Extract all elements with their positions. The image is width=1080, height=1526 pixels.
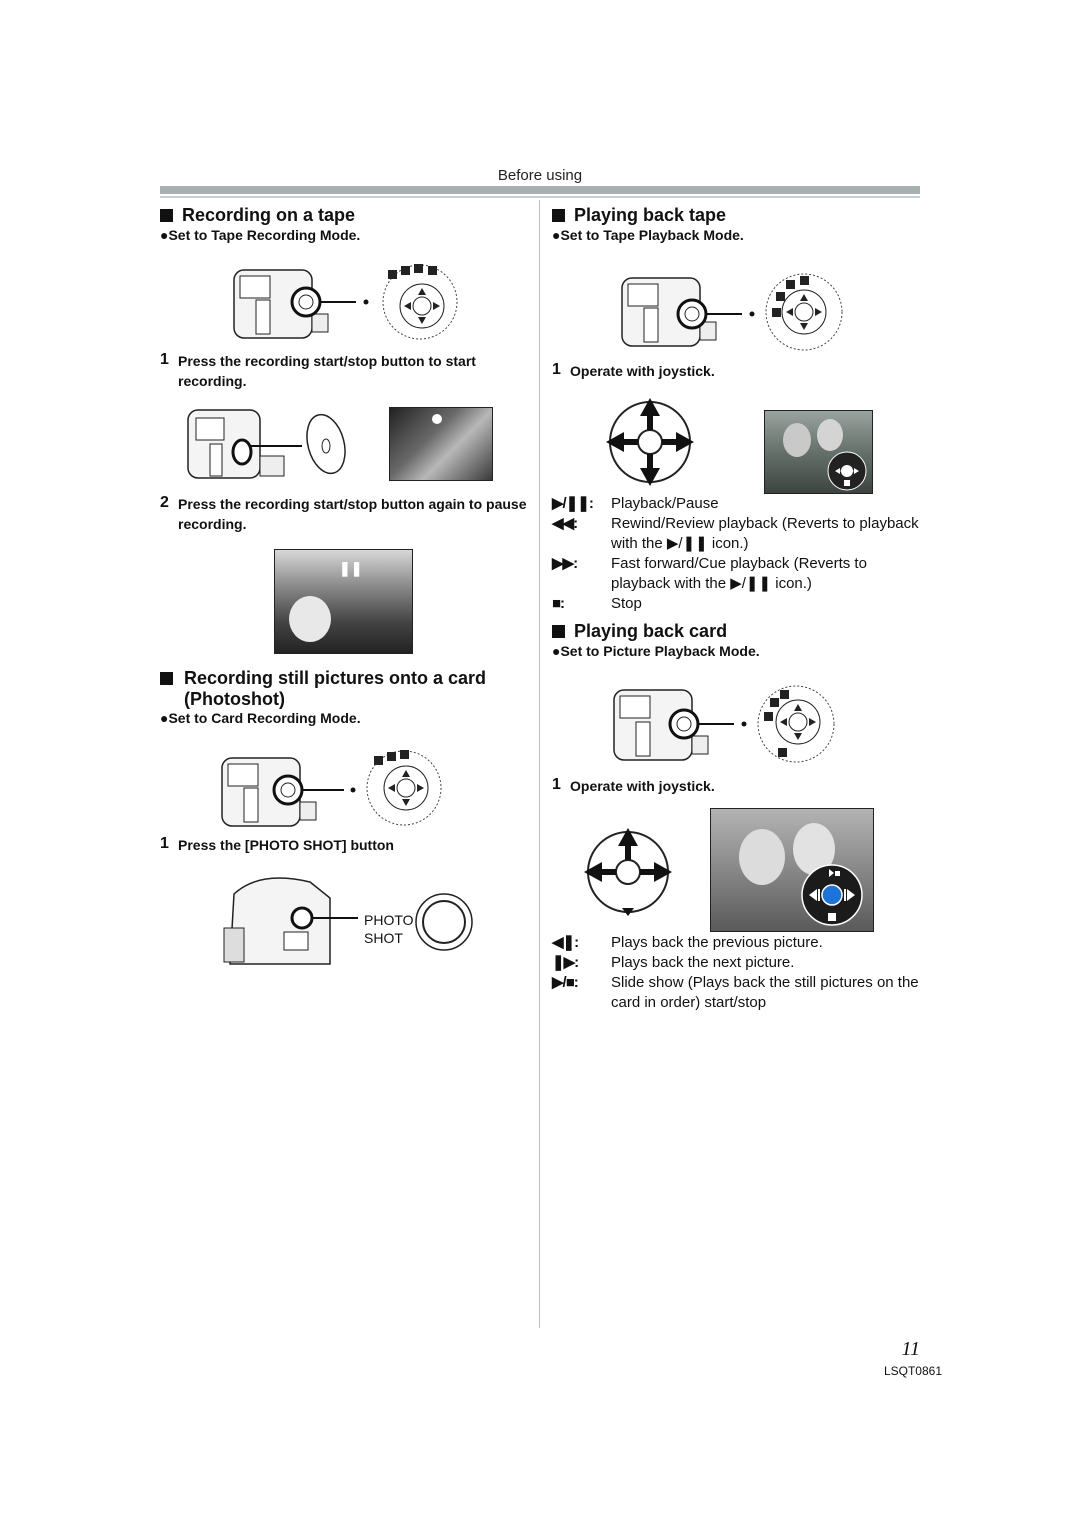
section-bullet-icon [160,209,173,222]
heading-playing-back-card: Playing back card [552,621,727,642]
step-operate-joystick: 1 Operate with joystick. [552,361,715,379]
step-pause-recording: 2 Press the recording start/stop button … [160,494,527,532]
record-button-illustration [187,409,346,479]
page-number: 11 [901,1338,920,1360]
joystick-overlay-icon [801,864,863,926]
legend-rewind: ◀◀:Rewind/Review playback (Reverts to pl… [552,515,919,552]
section-bullet-icon [552,625,565,638]
legend-play-pause: ▶/❚❚:Playback/Pause [552,495,719,512]
legend-next-picture: ❚▶:Plays back the next picture. [552,954,795,971]
mode-note: ●Set to Picture Playback Mode. [552,643,760,659]
heading-recording-on-tape: Recording on a tape [160,205,355,226]
camera-mode-dial-illustration [221,750,442,827]
tape-playback-photo [764,410,873,494]
mode-note: ●Set to Tape Recording Mode. [160,227,361,243]
step-operate-joystick: 1 Operate with joystick. [552,776,715,794]
person-face-shape [817,419,843,451]
legend-previous-picture: ◀❚:Plays back the previous picture. [552,934,823,951]
header-rule-thin [160,196,920,198]
header-rule [160,186,920,194]
lion-recording-photo [389,407,493,481]
camera-mode-dial-illustration [613,685,835,763]
column-divider [539,200,540,1328]
pause-recording-photo: ❚❚ [274,549,413,654]
card-playback-photo [710,808,874,932]
mode-note: ●Set to Card Recording Mode. [160,710,361,726]
section-header: Before using [497,167,583,184]
heading-playing-back-tape: Playing back tape [552,205,726,226]
person-face-shape [783,423,811,457]
legend-fast-forward: ▶▶:Fast forward/Cue playback (Reverts to… [552,555,867,592]
person-face-shape [739,829,785,885]
heading-recording-still-pictures: Recording still pictures onto a card (Ph… [160,668,530,710]
step-press-photo-shot: 1 Press the [PHOTO SHOT] button [160,835,394,853]
camera-mode-dial-illustration [233,264,458,340]
step-start-recording: 1 Press the recording start/stop button … [160,351,476,389]
mode-note: ●Set to Tape Playback Mode. [552,227,744,243]
teddy-bear-shape [289,596,331,642]
camera-mode-dial-illustration [621,273,843,351]
section-bullet-icon [160,672,173,685]
photo-shot-button-illustration [223,877,473,965]
record-indicator-icon [432,414,442,424]
joystick-four-way-icon [606,398,694,486]
photo-shot-label: PHOTO SHOT [364,912,414,946]
document-code: LSQT0861 [883,1364,942,1378]
legend-slide-show: ▶/■:Slide show (Plays back the still pic… [552,974,919,1011]
pause-indicator-icon: ❚❚ [339,560,363,576]
legend-stop: ■:Stop [552,595,642,612]
joystick-overlay-icon [827,451,867,491]
joystick-four-way-icon [584,828,672,916]
section-bullet-icon [552,209,565,222]
